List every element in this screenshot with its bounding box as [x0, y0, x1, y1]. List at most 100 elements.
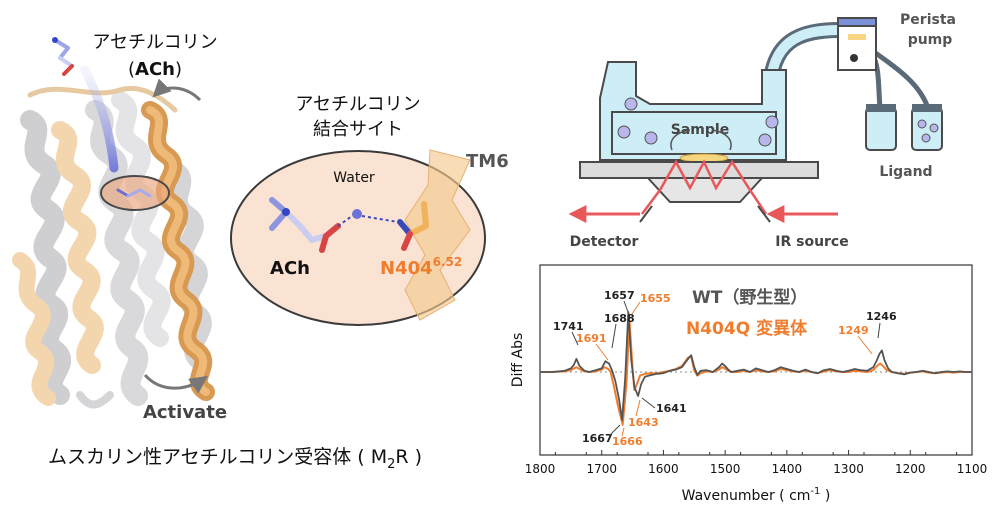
sample-bubble	[765, 115, 779, 129]
rotation-arrow-top	[152, 78, 202, 102]
pump-label-line2: pump	[908, 32, 953, 48]
pump-top	[837, 17, 877, 27]
flow-arrow-left	[670, 129, 691, 151]
detector-mount	[639, 205, 653, 223]
residue-name: N404	[380, 258, 433, 279]
ligand-bottle-1	[865, 107, 897, 151]
x-axis-label-sup: -1	[810, 486, 820, 497]
peak-leader-mut-1655	[631, 301, 641, 315]
rotation-arrow-bottom	[143, 373, 208, 394]
x-tick-label: 1200	[895, 462, 926, 476]
x-tick-label: 1500	[710, 462, 741, 476]
ligand-label: Ligand	[879, 164, 932, 180]
binding-site-title-line2: 結合サイト	[313, 119, 403, 140]
binding-site-title-line1: アセチルコリン	[295, 94, 420, 115]
spectrum-series	[540, 311, 972, 426]
caption-main: ムスカリン性アセチルコリン受容体 ( M	[48, 446, 387, 468]
legend-mutant: N404Q 変異体	[686, 318, 808, 339]
x-tick-label: 1600	[648, 462, 679, 476]
hbond-water-residue	[361, 215, 399, 223]
residue-superscript: 6.52	[433, 255, 463, 269]
x-tick-label: 1800	[525, 462, 556, 476]
binding-site-inset: アセチルコリン 結合サイト TM6 ACh Water N40	[230, 94, 509, 326]
ligand-bottle-1-cap	[866, 104, 896, 112]
residue-label: N4046.52	[380, 255, 462, 279]
helix-grey-1	[20, 110, 72, 405]
helix-grey-3	[111, 91, 171, 347]
peak-label-wt-1688: 1688	[604, 312, 635, 325]
pump-knob	[850, 54, 858, 62]
sample-label: Sample	[671, 122, 729, 138]
peak-leader-mut-1249	[857, 335, 873, 355]
water-molecule	[352, 209, 362, 219]
ligand-tube-2	[872, 49, 931, 109]
ligand-bubble	[929, 123, 939, 133]
helix-tm6-highlight	[146, 106, 210, 396]
peak-leader-wt-1657	[623, 300, 629, 313]
helix-orange-2	[12, 252, 56, 406]
n404-residue	[397, 201, 429, 251]
peak-leader-wt-1688	[611, 323, 617, 349]
caption-subscript: 2	[387, 457, 395, 472]
ir-beam	[641, 159, 768, 215]
ach-entry-arrow	[80, 65, 119, 173]
peak-label-mut-1655: 1655	[640, 292, 671, 305]
sample-bubble	[617, 125, 631, 139]
ach-molecule-small	[52, 37, 74, 76]
source-mount	[757, 205, 771, 223]
ach-molecule-label: ACh	[270, 258, 310, 279]
ach-close-paren: )	[175, 59, 182, 80]
x-axis-label-end: )	[820, 488, 830, 504]
hbond-ach-water	[337, 215, 353, 227]
peak-label-wt-1246: 1246	[866, 310, 897, 323]
sample-bubble	[644, 131, 658, 145]
x-tick-label: 1700	[586, 462, 617, 476]
flow-arrow-right	[711, 129, 732, 151]
ir-source-label: IR source	[775, 234, 848, 250]
peak-label-wt-1667: 1667	[582, 432, 613, 445]
ach-label-jp: アセチルコリン	[92, 32, 217, 53]
series-line-wt	[540, 311, 972, 421]
tm6-label: TM6	[466, 151, 509, 172]
ach-abbr: ACh	[135, 59, 175, 80]
peak-label-wt-1641: 1641	[656, 402, 687, 415]
sample-bubble	[758, 133, 772, 147]
x-axis-label-main: Wavenumber ( cm	[682, 488, 811, 504]
pump-label-line1: Perista	[900, 12, 956, 28]
peak-label-mut-1691: 1691	[576, 332, 607, 345]
peak-leader-wt-1741	[571, 331, 579, 346]
peak-leader-mut-1691	[595, 343, 609, 361]
x-tick-label: 1100	[957, 462, 988, 476]
peak-annotations: 1741 1688 1657 1641 1667 1246 1691 1655 …	[553, 289, 897, 448]
peak-leader-wt-1641	[641, 397, 656, 409]
peak-leader-mut-1643	[635, 399, 641, 417]
peak-label-wt-1741: 1741	[553, 320, 584, 333]
peak-label-mut-1249: 1249	[838, 324, 869, 337]
flow-cell-interior	[611, 111, 777, 155]
pump-window	[848, 34, 866, 40]
plot-frame	[539, 264, 973, 456]
x-tick-label: 1300	[833, 462, 864, 476]
peak-label-mut-1666: 1666	[612, 435, 643, 448]
peak-label-mut-1643: 1643	[628, 416, 659, 429]
activate-label: Activate	[143, 402, 227, 423]
y-axis-label: Diff Abs	[510, 333, 526, 388]
helix-orange-1	[51, 121, 104, 374]
sample-bubble	[624, 97, 638, 111]
detector-label: Detector	[570, 234, 639, 250]
ach-open-paren: (	[128, 59, 135, 80]
loop-bottom	[76, 391, 114, 409]
receptor-structure: アセチルコリン (ACh) Activate	[12, 32, 227, 423]
peak-label-wt-1657: 1657	[604, 289, 635, 302]
peak-leader-wt-1246	[877, 322, 881, 339]
tm6-helix-ribbon	[404, 149, 471, 321]
caption-end: R )	[395, 446, 422, 468]
figure-caption: ムスカリン性アセチルコリン受容体 ( M2R )	[48, 446, 422, 472]
atr-prism	[645, 177, 765, 203]
legend-wt: WT（野生型）	[692, 287, 807, 308]
ligand-bubble	[921, 133, 931, 143]
ligand-bubble	[917, 119, 927, 129]
x-axis-label: Wavenumber ( cm-1 )	[682, 486, 831, 504]
